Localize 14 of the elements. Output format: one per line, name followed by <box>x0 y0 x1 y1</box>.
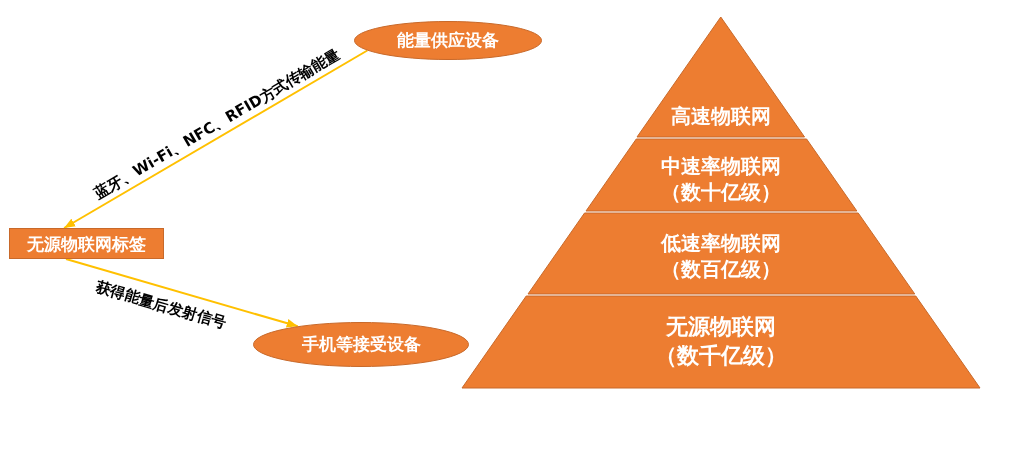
tier-label: 无源物联网 <box>666 313 776 342</box>
tier-sublabel: （数十亿级） <box>661 179 781 205</box>
tier-label: 高速物联网 <box>671 103 771 129</box>
node-label: 无源物联网标签 <box>27 233 146 256</box>
rectangle-node <box>9 228 164 259</box>
tier-label: 低速率物联网 <box>661 230 781 256</box>
tier-label: 中速率物联网 <box>661 153 781 179</box>
edge-label: 获得能量后发射信号 <box>93 277 229 333</box>
arrow <box>65 258 299 328</box>
node-label: 能量供应设备 <box>397 28 499 52</box>
tier-sublabel: （数千亿级） <box>655 342 787 370</box>
node-label: 手机等接受设备 <box>301 333 421 356</box>
tier-sublabel: （数百亿级） <box>661 256 781 282</box>
arrow <box>63 49 369 229</box>
